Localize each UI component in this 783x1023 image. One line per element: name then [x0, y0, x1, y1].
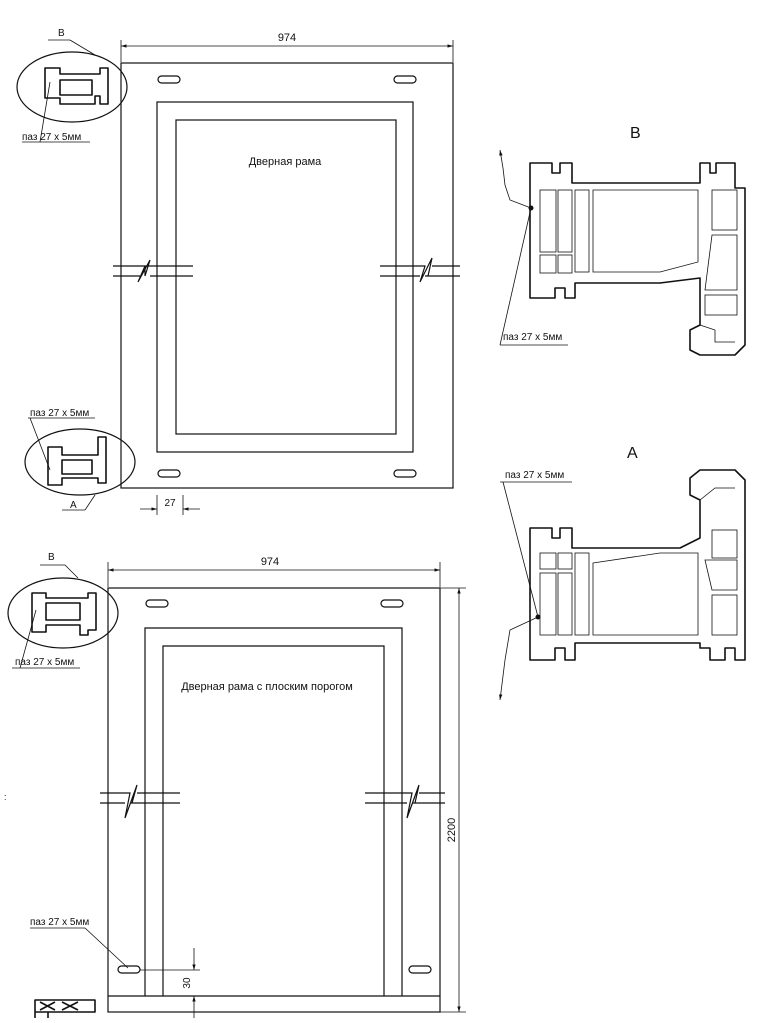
- door-frame-drawing: 974 Дверная рама 27 B паз 27 х 5мм паз 2…: [16, 28, 460, 515]
- groove-arrow: [499, 149, 532, 209]
- profile-mini: [31, 592, 97, 636]
- mounting-slot: [408, 965, 432, 974]
- offset-dimension-label: 27: [164, 498, 176, 509]
- groove-label: паз 27 х 5мм: [22, 132, 81, 143]
- profile-mini: [44, 67, 109, 105]
- callout-circle: [16, 51, 128, 123]
- profile-outline: [529, 162, 746, 356]
- detail-letter: B: [630, 125, 641, 142]
- threshold-dimension-label: 30: [182, 977, 193, 989]
- callout-a-bottom: паз 27 х 5мм A: [24, 408, 136, 511]
- drawing-title: Дверная рама с плоским порогом: [181, 681, 353, 693]
- groove-label: паз 27 х 5мм: [30, 408, 89, 419]
- profile-outline: [529, 469, 746, 661]
- groove-label: паз 27 х 5мм: [15, 657, 74, 668]
- groove-label: паз 27 х 5мм: [503, 332, 562, 343]
- threshold-section-mini: [34, 999, 96, 1018]
- groove-arrow: [499, 616, 539, 701]
- frame-inner-outline: [162, 645, 385, 996]
- mounting-slot: [393, 469, 417, 478]
- height-dimension-label: 2200: [446, 818, 458, 842]
- break-line-left: [100, 784, 180, 819]
- frame-middle-outline: [156, 101, 414, 453]
- detail-b-profile: B паз 27 х 5мм: [499, 125, 746, 356]
- break-line-right: [365, 784, 445, 819]
- callout-letter: B: [58, 28, 65, 39]
- callout-circle: [24, 428, 136, 496]
- profile-mini: [47, 436, 107, 486]
- break-line-left: [113, 259, 193, 283]
- mounting-slot: [380, 599, 404, 608]
- break-line-right: [380, 257, 460, 283]
- mounting-slot: [157, 469, 181, 478]
- frame-middle-outline: [144, 627, 403, 996]
- mounting-slot: [393, 75, 417, 84]
- width-dimension-label: 974: [261, 556, 279, 568]
- mounting-slot: [145, 599, 169, 608]
- groove-label: паз 27 х 5мм: [505, 470, 564, 481]
- frame-inner-outline: [175, 119, 397, 435]
- mounting-slot: [117, 965, 141, 974]
- groove-label: паз 27 х 5мм: [30, 917, 89, 928]
- frame-outer-outline: [107, 587, 441, 1013]
- mounting-slot: [157, 75, 181, 84]
- callout-letter: A: [70, 500, 77, 511]
- drawing-title: Дверная рама: [249, 156, 322, 168]
- callout-b-top: B паз 27 х 5мм: [16, 28, 128, 143]
- width-dimension-label: 974: [278, 32, 296, 44]
- detail-letter: A: [627, 445, 638, 462]
- callout-b-drawing-2: B паз 27 х 5мм: [7, 552, 119, 669]
- detail-a-profile: A паз 27 х 5мм: [499, 445, 746, 701]
- door-frame-flat-threshold-drawing: 974 2200 Дверная рама с плоским порогом …: [4, 552, 466, 1018]
- margin-mark: :: [4, 792, 7, 802]
- callout-letter: B: [48, 552, 55, 563]
- callout-circle: [7, 577, 119, 649]
